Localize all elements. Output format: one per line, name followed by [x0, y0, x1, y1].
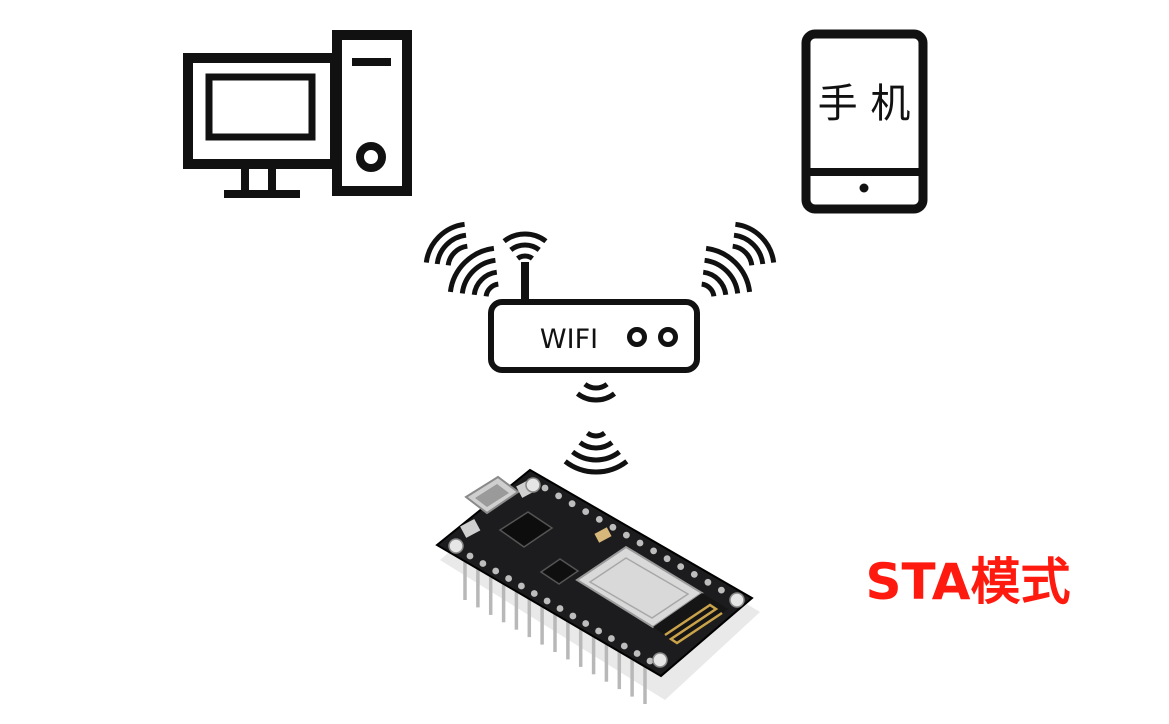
front-header-hole-3 [492, 568, 499, 575]
phone-home-dot [860, 184, 869, 193]
wave-antenna-arc-1 [518, 256, 533, 259]
mode-label: STA模式 [866, 553, 1071, 611]
front-header-hole-6 [531, 590, 538, 597]
back-header-hole-12 [691, 571, 698, 578]
front-header-hole-1 [467, 553, 474, 560]
wave-antenna-arc-2 [511, 245, 539, 250]
wifi-signal-icon [450, 248, 498, 296]
back-header-hole-10 [664, 555, 671, 562]
mount-hole-1 [449, 539, 463, 553]
back-header-hole-5 [596, 516, 603, 523]
back-header-hole-2 [555, 493, 562, 500]
phone-label: 手 机 [818, 81, 911, 127]
mount-hole-4 [653, 653, 667, 667]
mount-hole-3 [730, 593, 744, 607]
wifi-signal-icon [504, 234, 546, 258]
wave-router-down-2-arc-4 [565, 461, 627, 472]
back-header-hole-6 [610, 524, 617, 531]
mobile-phone-icon: 手 机 [806, 34, 923, 209]
wifi-signal-icon [426, 224, 467, 265]
back-header-hole-13 [705, 579, 712, 586]
front-header-hole-13 [621, 643, 628, 650]
front-header-hole-12 [608, 635, 615, 642]
esp8266-board-icon [437, 470, 760, 704]
wifi-signal-icon [733, 224, 774, 265]
back-header-hole-3 [569, 500, 576, 507]
mount-hole-2 [526, 478, 540, 492]
front-header-hole-2 [480, 560, 487, 567]
wave-router-down-2-arc-3 [573, 452, 620, 460]
wave-router-to-phone-arc-1 [702, 284, 714, 296]
back-header-hole-11 [677, 563, 684, 570]
wave-router-down-2-arc-2 [580, 443, 612, 449]
front-header-hole-4 [505, 575, 512, 582]
front-header-hole-10 [582, 620, 589, 627]
back-header-hole-7 [623, 532, 630, 539]
wifi-signal-icon [565, 433, 627, 472]
wifi-signal-icon [702, 248, 750, 296]
back-header-hole-14 [718, 587, 725, 594]
back-header-hole-4 [582, 508, 589, 515]
wave-router-down-2-arc-1 [587, 433, 604, 436]
desktop-computer-icon [188, 35, 407, 194]
front-header-hole-5 [518, 583, 525, 590]
back-header-hole-1 [542, 485, 549, 492]
front-header-hole-9 [570, 613, 577, 620]
monitor-screen [209, 77, 312, 137]
wave-antenna-arc-3 [504, 234, 546, 241]
back-header-hole-9 [650, 548, 657, 555]
router-label: WIFI [540, 324, 598, 355]
front-header-hole-14 [634, 650, 641, 657]
tower-power-button [360, 146, 382, 168]
wifi-router-icon: WIFI [491, 262, 697, 370]
wave-router-to-pc-arc-1 [486, 284, 498, 296]
wave-router-down-arc-2 [578, 394, 615, 400]
back-header-hole-8 [637, 540, 644, 547]
wifi-signal-icon [578, 384, 615, 400]
wave-router-down-arc-1 [585, 384, 607, 388]
front-header-hole-7 [544, 598, 551, 605]
front-header-hole-8 [557, 605, 564, 612]
front-header-hole-11 [595, 628, 602, 635]
